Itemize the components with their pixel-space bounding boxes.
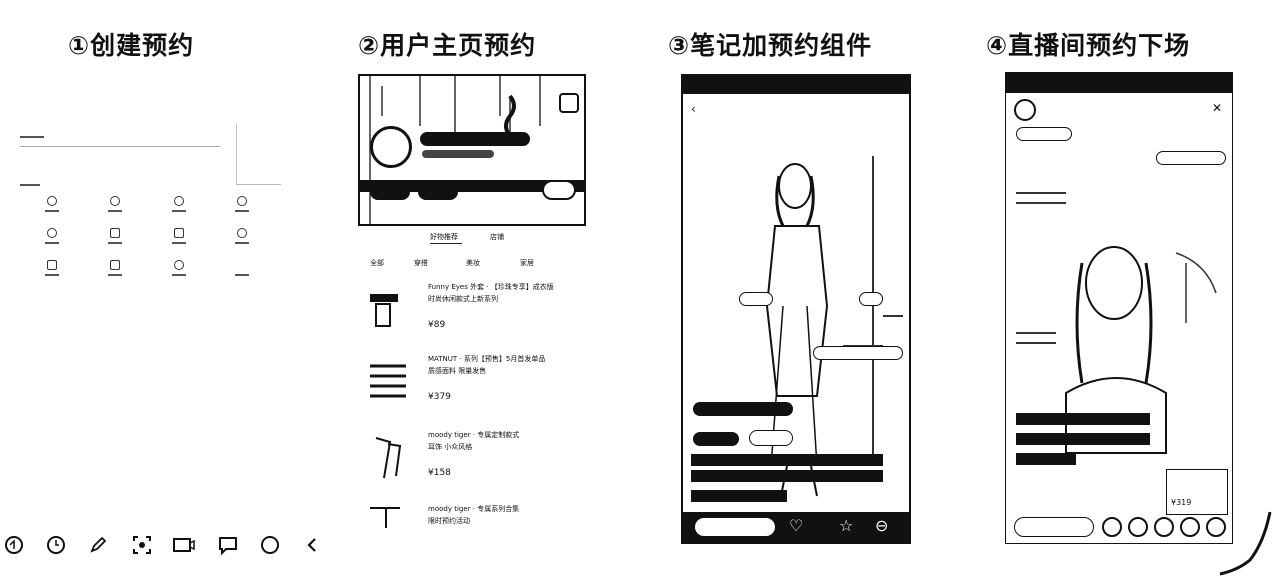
list-item[interactable]: moody tiger · 专属系列合集 限时预约活动: [362, 502, 592, 548]
pen-icon[interactable]: [86, 533, 110, 557]
collect-icon[interactable]: ☆: [839, 516, 854, 535]
filter-home[interactable]: 家居: [520, 259, 534, 267]
comment-overlay: [691, 490, 787, 502]
avatar[interactable]: [1014, 99, 1036, 121]
step1-title: ①创建预约: [68, 31, 195, 60]
product-name: Funny Eyes 外套 · 【珍珠专享】成衣版: [428, 283, 554, 291]
decorative-curve: [1219, 511, 1272, 576]
follow-tag[interactable]: [1016, 127, 1072, 141]
list-item[interactable]: moody tiger · 专属定制款式 耳饰 小众风格 ¥158: [362, 428, 592, 492]
reserve-button[interactable]: [542, 180, 576, 200]
rotate-icon[interactable]: [2, 533, 26, 557]
panel1-create-form: [12, 118, 282, 298]
reservation-widget[interactable]: [693, 402, 793, 416]
option-icon[interactable]: [47, 260, 57, 270]
filter-all[interactable]: 全部: [370, 259, 384, 267]
option-icon[interactable]: [47, 228, 57, 238]
comment-overlay: [1016, 433, 1150, 445]
comment-input[interactable]: [693, 516, 777, 538]
screenshot-icon[interactable]: [130, 533, 154, 557]
comment-overlay: [1016, 453, 1076, 465]
tab-recommend[interactable]: 好物推荐: [430, 233, 458, 241]
panel2-tabs: 好物推荐 店铺: [420, 230, 580, 244]
status-bar: [683, 76, 909, 94]
product-tag[interactable]: [739, 292, 773, 306]
close-icon[interactable]: ✕: [1212, 101, 1223, 115]
like-tag[interactable]: [418, 184, 458, 200]
product-desc: 限时预约活动: [428, 517, 470, 525]
live-tag[interactable]: [693, 432, 739, 446]
option-icon[interactable]: [237, 196, 247, 206]
product-thumbnail: [370, 364, 406, 398]
back-icon[interactable]: [300, 533, 324, 557]
option-icon[interactable]: [174, 260, 184, 270]
avatar[interactable]: [370, 126, 412, 168]
action-icon[interactable]: [1128, 517, 1148, 537]
reservation-card[interactable]: ¥319: [1166, 469, 1228, 515]
product-price: ¥89: [428, 320, 446, 330]
product-thumbnail: [375, 437, 402, 479]
live-stream-video: [1016, 192, 1217, 454]
option-icon[interactable]: [110, 228, 120, 238]
option-icon[interactable]: [174, 196, 184, 206]
comment-input[interactable]: [1014, 517, 1094, 537]
option-icon[interactable]: [47, 196, 57, 206]
list-item[interactable]: Funny Eyes 外套 · 【珍珠专享】成衣版 时尚休闲款式上新系列 ¥89: [362, 280, 592, 344]
product-price: ¥319: [1171, 498, 1192, 507]
product-name: moody tiger · 专属定制款式: [428, 431, 520, 439]
product-desc: 耳饰 小众风格: [428, 443, 473, 451]
product-name: MATNUT · 系列【预售】5月首发单品: [428, 355, 546, 363]
clock-icon[interactable]: [44, 533, 68, 557]
circle-icon[interactable]: [258, 533, 282, 557]
tab-shop[interactable]: 店铺: [490, 233, 504, 241]
product-price: ¥158: [428, 468, 451, 478]
panel4-live-screen: ✕ ¥319: [1005, 72, 1233, 544]
option-icon[interactable]: [110, 196, 120, 206]
share-icon[interactable]: ⊖: [875, 516, 889, 535]
action-icon[interactable]: [1102, 517, 1122, 537]
step2-title: ②用户主页预约: [358, 31, 537, 60]
comment-icon[interactable]: [216, 533, 240, 557]
comment-overlay: [691, 470, 883, 482]
product-desc: 时尚休闲款式上新系列: [428, 295, 498, 303]
action-icon[interactable]: [1206, 517, 1226, 537]
step3-title: ③笔记加预约组件: [668, 31, 873, 60]
status-bar: [1006, 73, 1232, 93]
filter-outfit[interactable]: 穿搭: [414, 259, 428, 267]
product-thumbnail: [370, 507, 400, 528]
list-item[interactable]: MATNUT · 系列【预售】5月首发单品 质感面料 限量发售 ¥379: [362, 352, 592, 416]
action-icon[interactable]: [1154, 517, 1174, 537]
option-icon[interactable]: [237, 228, 247, 238]
product-price: ¥379: [428, 392, 451, 402]
follow-tag[interactable]: [370, 184, 410, 200]
step4-title: ④直播间预约下场: [986, 31, 1191, 60]
product-tag[interactable]: [859, 292, 883, 306]
panel3-note-screen: ‹ ♡ ☆ ⊖: [681, 74, 911, 544]
comment-overlay: [1016, 413, 1150, 425]
panel2-filters: 全部 穿搭 美妆 家居: [370, 258, 580, 270]
product-name: moody tiger · 专属系列合集: [428, 505, 520, 513]
panel2-profile-header: [358, 74, 586, 226]
product-list: Funny Eyes 外套 · 【珍珠专享】成衣版 时尚休闲款式上新系列 ¥89…: [362, 280, 592, 550]
like-icon[interactable]: ♡: [789, 516, 804, 535]
video-icon[interactable]: [172, 533, 196, 557]
product-desc: 质感面料 限量发售: [428, 367, 487, 375]
profile-banner-image: [360, 76, 584, 224]
bottom-toolbar: [0, 528, 330, 562]
back-icon[interactable]: ‹: [691, 102, 696, 116]
filter-beauty[interactable]: 美妆: [466, 259, 480, 267]
product-tag[interactable]: [813, 346, 903, 360]
gift-tag[interactable]: [1156, 151, 1226, 165]
product-thumbnail: [370, 294, 398, 327]
option-icon[interactable]: [110, 260, 120, 270]
option-icon[interactable]: [174, 228, 184, 238]
comment-overlay: [691, 454, 883, 466]
action-icon[interactable]: [1180, 517, 1200, 537]
